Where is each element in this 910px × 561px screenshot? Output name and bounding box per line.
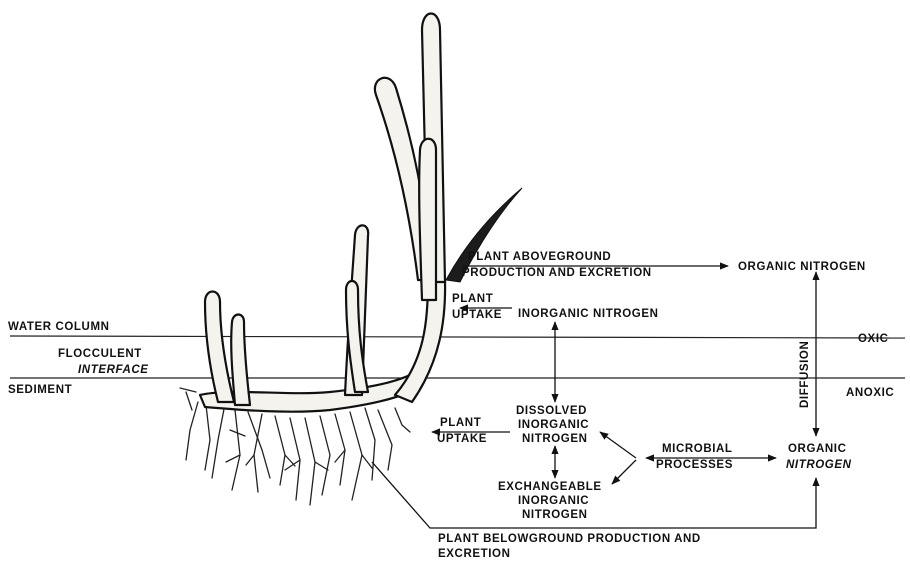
anoxic-label: ANOXIC xyxy=(846,387,894,399)
main-stem xyxy=(395,280,445,402)
organic-nitrogen-bottom-label-line1: ORGANIC xyxy=(788,443,847,455)
microbial-label-line2: PROCESSES xyxy=(656,459,733,471)
water-column-boundary-line xyxy=(10,336,905,338)
exchangeable-label-line1: EXCHANGEABLE xyxy=(498,481,602,493)
short-shoot-4 xyxy=(231,315,250,406)
diagram-labels: PLANT ABOVEGROUND PRODUCTION AND EXCRETI… xyxy=(8,251,894,560)
organic-nitrogen-top-label: ORGANIC NITROGEN xyxy=(738,261,866,273)
interface-label: INTERFACE xyxy=(78,364,149,376)
arrow-exchangeable-to-microbial xyxy=(612,460,636,484)
short-shoot-3 xyxy=(205,292,234,403)
dissolved-label-line3: NITROGEN xyxy=(522,433,588,445)
oxic-label: OXIC xyxy=(858,333,889,345)
sediment-label: SEDIMENT xyxy=(8,384,72,396)
plant-aboveground-label-line2: PRODUCTION AND EXCRETION xyxy=(462,267,652,279)
plant-uptake-bottom-label-line2: UPTAKE xyxy=(437,433,487,445)
plant-uptake-bottom-label-line1: PLANT xyxy=(440,417,481,429)
flocculent-label: FLOCCULENT xyxy=(58,348,142,360)
arrow-belowground-to-organic xyxy=(372,462,816,528)
inorganic-nitrogen-label: INORGANIC NITROGEN xyxy=(518,308,659,320)
dissolved-label-line1: DISSOLVED xyxy=(516,405,587,417)
plant-uptake-top-label-line2: UPTAKE xyxy=(452,309,502,321)
arrow-dissolved-to-microbial xyxy=(600,432,636,458)
water-column-label: WATER COLUMN xyxy=(8,321,110,333)
plant-uptake-top-label-line1: PLANT xyxy=(452,293,493,305)
microbial-label-line1: MICROBIAL xyxy=(662,443,733,455)
dissolved-label-line2: INORGANIC xyxy=(518,419,589,431)
organic-nitrogen-bottom-label-line2: NITROGEN xyxy=(786,459,852,471)
diffusion-label: DIFFUSION xyxy=(799,341,811,408)
plant-aboveground-label-line1: PLANT ABOVEGROUND xyxy=(468,251,611,263)
exchangeable-label-line2: INORGANIC xyxy=(518,495,589,507)
tall-shoot-3 xyxy=(419,139,436,300)
plant-belowground-label-line1: PLANT BELOWGROUND PRODUCTION AND xyxy=(438,533,701,545)
plant-belowground-label-line2: EXCRETION xyxy=(438,548,511,560)
exchangeable-label-line3: NITROGEN xyxy=(522,509,588,521)
